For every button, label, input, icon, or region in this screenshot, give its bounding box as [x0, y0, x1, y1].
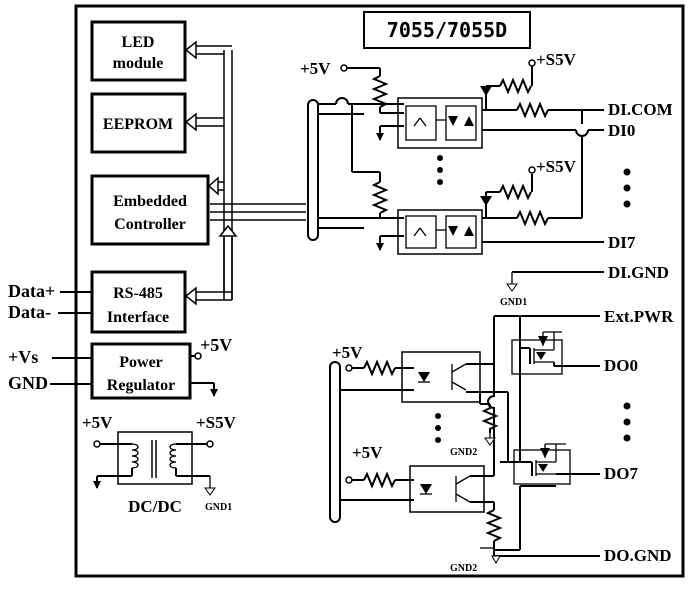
svg-text:+5V: +5V	[352, 443, 383, 462]
do-bus-bar	[329, 361, 341, 523]
dcdc-converter: +5V +S5V DC/DC GND1	[82, 413, 237, 516]
svg-text:DC/DC: DC/DC	[128, 497, 182, 516]
svg-text:DI0: DI0	[608, 121, 635, 140]
svg-text:Data-: Data-	[8, 302, 51, 322]
svg-text:+S5V: +S5V	[196, 413, 237, 432]
external-signals-left: Data+ Data- +Vs GND	[8, 281, 92, 393]
svg-text:RS-485: RS-485	[113, 285, 163, 302]
di0-circuit: +5V +S5V	[300, 50, 604, 218]
svg-text:Power: Power	[119, 354, 163, 371]
do7-circuit: +5V DO.GND GND2 DO7	[340, 392, 672, 574]
led-module-block: LED module	[90, 20, 187, 82]
svg-text:+S5V: +S5V	[536, 50, 577, 69]
svg-text:EEPROM: EEPROM	[103, 116, 173, 133]
svg-text:Data+: Data+	[8, 281, 55, 301]
di-terminals: DI.COM DI0 DI7 DI.GND GND1	[500, 100, 673, 308]
svg-text:+5V: +5V	[200, 335, 232, 355]
svg-text:+5V: +5V	[300, 59, 331, 78]
svg-text:DI7: DI7	[608, 233, 636, 252]
power-regulator-block: Power Regulator	[90, 342, 192, 400]
svg-text:GND1: GND1	[205, 502, 232, 513]
di-bus-bar	[307, 99, 319, 241]
svg-text:DI.COM: DI.COM	[608, 100, 673, 119]
di-ellipsis	[437, 155, 631, 208]
svg-text:DO.GND: DO.GND	[604, 546, 672, 565]
svg-text:DO7: DO7	[604, 464, 639, 483]
model-title: 7055/7055D	[363, 11, 531, 49]
regulator-output: +5V	[190, 335, 232, 397]
svg-text:GND: GND	[8, 373, 48, 393]
svg-text:LED: LED	[122, 34, 155, 51]
internal-bus	[184, 40, 306, 306]
do0-circuit: +5V GND2 DO0	[332, 331, 638, 458]
svg-text:+5V: +5V	[82, 413, 113, 432]
rs485-interface-block: RS-485 Interface	[90, 270, 187, 334]
svg-text:GND1: GND1	[500, 297, 527, 308]
svg-text:Regulator: Regulator	[107, 377, 175, 394]
svg-text:Ext.PWR: Ext.PWR	[604, 307, 674, 326]
svg-text:DO0: DO0	[604, 356, 638, 375]
svg-text:+S5V: +S5V	[536, 157, 577, 176]
embedded-controller-block: Embedded Controller	[90, 174, 210, 246]
svg-text:Interface: Interface	[107, 309, 169, 326]
svg-text:7055/7055D: 7055/7055D	[387, 18, 507, 42]
svg-text:+Vs: +Vs	[8, 347, 38, 367]
svg-text:Embedded: Embedded	[113, 193, 187, 210]
do-ellipsis	[435, 402, 631, 443]
svg-text:GND2: GND2	[450, 447, 477, 458]
svg-text:+5V: +5V	[332, 343, 363, 362]
svg-text:module: module	[113, 55, 164, 72]
svg-text:GND2: GND2	[450, 563, 477, 574]
svg-text:DI.GND: DI.GND	[608, 263, 669, 282]
eeprom-block: EEPROM	[90, 92, 187, 154]
svg-text:Controller: Controller	[114, 216, 186, 233]
di7-circuit: +S5V	[318, 104, 604, 255]
